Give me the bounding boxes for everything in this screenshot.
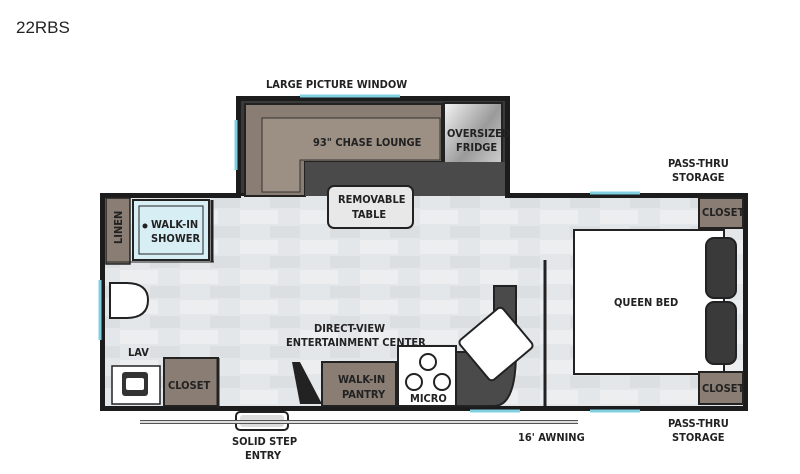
label-closet-bath: CLOSET — [168, 379, 210, 392]
bath-closet — [163, 357, 219, 407]
label-queen-bed: QUEEN BED — [614, 296, 678, 309]
pillow-bottom — [705, 301, 737, 365]
label-picture-window: LARGE PICTURE WINDOW — [266, 78, 407, 91]
label-linen: LINEN — [112, 211, 125, 244]
label-pass-thru-top-2: STORAGE — [672, 171, 725, 184]
linen-cabinet — [105, 197, 131, 265]
label-pass-thru-bottom-1: PASS-THRU — [668, 417, 729, 430]
label-micro: MICRO — [410, 392, 447, 405]
label-pass-thru-top-1: PASS-THRU — [668, 157, 729, 170]
toilet — [109, 282, 150, 319]
label-pantry-1: WALK-IN — [338, 373, 385, 386]
label-lav: LAV — [128, 346, 149, 359]
closet-top — [698, 197, 744, 229]
label-shower-1: WALK-IN — [151, 218, 198, 231]
label-awning: 16' AWNING — [518, 431, 585, 444]
label-chase-lounge: 93" CHASE LOUNGE — [313, 136, 422, 149]
walk-in-pantry — [292, 362, 322, 404]
label-step-2: ENTRY — [245, 449, 282, 462]
walk-in-shower — [132, 199, 210, 261]
label-step-1: SOLID STEP — [232, 435, 297, 448]
label-fridge-1: OVERSIZED — [447, 127, 510, 140]
label-pass-thru-bottom-2: STORAGE — [672, 431, 725, 444]
label-table-1: REMOVABLE — [338, 193, 406, 206]
label-fridge-2: FRIDGE — [456, 141, 497, 154]
pillow-top — [705, 237, 737, 299]
label-table-2: TABLE — [352, 208, 386, 221]
label-shower-2: SHOWER — [151, 232, 201, 245]
label-closet-bottom: CLOSET — [702, 382, 744, 395]
label-pantry-2: PANTRY — [342, 388, 386, 401]
label-entertainment-1: DIRECT-VIEW — [314, 322, 385, 335]
model-name: 22RBS — [16, 18, 70, 37]
removable-table — [327, 185, 414, 229]
label-closet-top: CLOSET — [702, 206, 744, 219]
queen-bed — [573, 229, 725, 375]
closet-bottom — [698, 371, 744, 405]
label-entertainment-2: ENTERTAINMENT CENTER — [286, 336, 426, 349]
